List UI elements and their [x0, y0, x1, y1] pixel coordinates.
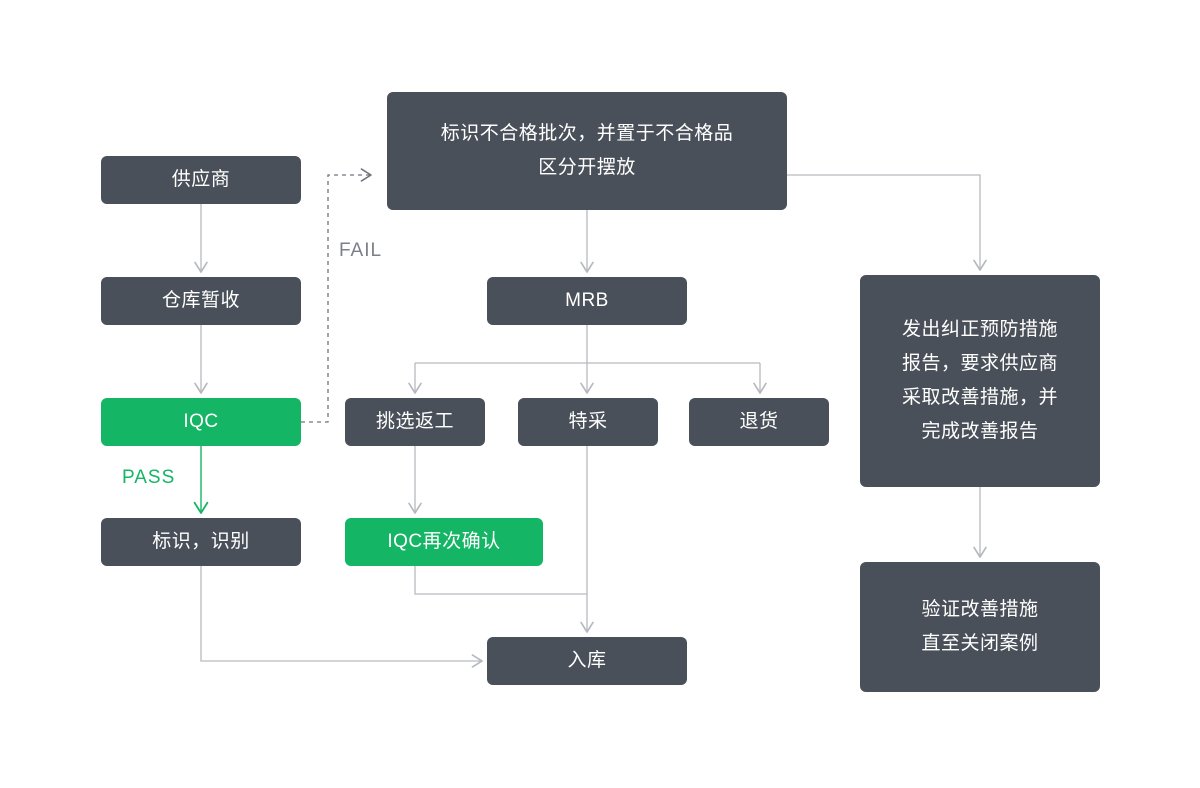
edge-iqc-recheck-to-stock-in	[414, 566, 587, 595]
node-warehouse-temp-receipt[interactable]: 仓库暂收	[101, 277, 301, 325]
node-verify-and-close[interactable]: 验证改善措施 直至关闭案例	[860, 562, 1100, 692]
node-identify[interactable]: 标识，识别	[101, 518, 301, 566]
node-sort-rework[interactable]: 挑选返工	[345, 398, 485, 446]
node-return-goods[interactable]: 退货	[689, 398, 829, 446]
node-iqc[interactable]: IQC	[101, 398, 301, 446]
node-supplier[interactable]: 供应商	[101, 156, 301, 204]
node-corrective-preventive-action[interactable]: 发出纠正预防措施 报告，要求供应商 采取改善措施，并 完成改善报告	[860, 275, 1100, 487]
edge-iqc-to-mark-ng	[301, 168, 372, 423]
edge-mark-ng-to-capa	[787, 174, 987, 271]
node-mark-nonconforming-lot[interactable]: 标识不合格批次，并置于不合格品 区分开摆放	[387, 92, 787, 210]
node-stock-in[interactable]: 入库	[487, 637, 687, 685]
edge-label-pass: PASS	[122, 467, 176, 488]
node-mrb[interactable]: MRB	[487, 277, 687, 325]
node-iqc-recheck[interactable]: IQC再次确认	[345, 518, 543, 566]
edge-label-fail: FAIL	[339, 240, 383, 261]
edge-identify-to-stock-in	[200, 566, 483, 668]
node-special-purchase[interactable]: 特采	[518, 398, 658, 446]
